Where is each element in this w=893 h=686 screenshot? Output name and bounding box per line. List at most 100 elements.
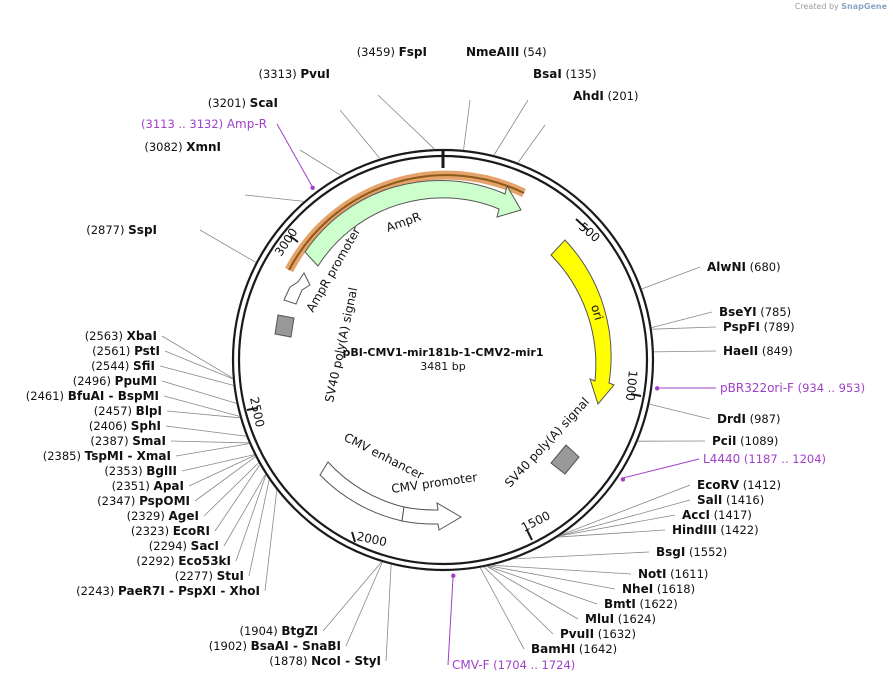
enzyme-site-label[interactable]: HindIII (1422) (672, 523, 759, 537)
enzyme-site-label[interactable]: (3201) ScaI (208, 96, 278, 110)
enzyme-site-label[interactable]: (3082) XmnI (144, 140, 221, 154)
primer-name: CMV-F (452, 658, 490, 672)
enzyme-site-label[interactable]: (1902) BsaAI - SnaBI (209, 639, 341, 653)
enzyme-site-label[interactable]: (2387) SmaI (90, 434, 166, 448)
enzyme-site-label[interactable]: BmtI (1622) (604, 597, 678, 611)
enzyme-site-label[interactable]: (2496) PpuMI (73, 374, 157, 388)
enzyme-site-label[interactable]: (1878) NcoI - StyI (269, 654, 381, 668)
primer-binding-mark (310, 185, 315, 190)
enzyme-name: BsgI (656, 545, 685, 559)
enzyme-site-label[interactable]: (2277) StuI (175, 569, 244, 583)
enzyme-site-label[interactable]: (2385) TspMI - XmaI (43, 449, 171, 463)
enzyme-site-label[interactable]: BseYI (785) (719, 305, 791, 319)
enzyme-site-label[interactable]: NmeAIII (54) (466, 45, 547, 59)
feature-ori-arrow[interactable] (550, 239, 615, 406)
leader-line (559, 514, 676, 537)
enzyme-labels: (3459) FspI NmeAIII (54) BsaI (135) AhdI (2… (26, 45, 795, 668)
enzyme-site-label[interactable]: PvuII (1632) (560, 627, 636, 641)
enzyme-site-label[interactable]: (2351) ApaI (112, 479, 184, 493)
feature-ampr-promoter-arrow[interactable] (283, 272, 311, 305)
enzyme-position: (3313) (258, 67, 300, 81)
leader-line (214, 464, 261, 532)
leader-line (175, 443, 250, 457)
enzyme-site-label[interactable]: AhdI (201) (573, 89, 638, 103)
enzyme-name: SfiI (133, 359, 155, 373)
enzyme-site-label[interactable]: EcoRV (1412) (697, 478, 781, 492)
enzyme-site-label[interactable]: BamHI (1642) (531, 642, 617, 656)
enzyme-site-label[interactable]: BsaI (135) (533, 67, 596, 81)
enzyme-site-label[interactable]: NheI (1618) (622, 582, 695, 596)
tick-500 (575, 218, 589, 231)
enzyme-site-label[interactable]: BsgI (1552) (656, 545, 727, 559)
enzyme-site-label[interactable]: (2323) EcoRI (131, 524, 210, 538)
enzyme-site-label[interactable]: (2347) PspOMI (97, 494, 190, 508)
leader-line (161, 335, 233, 379)
enzyme-site-label[interactable]: DrdI (987) (717, 412, 781, 426)
enzyme-position: (3459) (357, 45, 399, 59)
feature-label-ori: ori (588, 303, 606, 322)
primer-leader-line (447, 573, 454, 666)
enzyme-site-label[interactable]: (3313) PvuI (258, 67, 330, 81)
leader-line (161, 380, 237, 404)
enzyme-site-label[interactable]: (2563) XbaI (85, 329, 157, 343)
primer-label[interactable]: pBR322ori-F (934 .. 953) (720, 381, 865, 395)
leader-line (163, 395, 240, 417)
enzyme-name: StuI (217, 569, 244, 583)
enzyme-position: (2877) (86, 223, 128, 237)
enzyme-site-label[interactable]: (1904) BtgZI (239, 624, 318, 638)
enzyme-site-label[interactable]: (3459) FspI (357, 45, 427, 59)
enzyme-name: AccI (682, 508, 710, 522)
enzyme-position: (1624) (614, 612, 656, 626)
primer-position: (934 .. 953) (794, 381, 865, 395)
enzyme-site-label[interactable]: AccI (1417) (682, 508, 752, 522)
enzyme-site-label[interactable]: (2461) BfuAI - BspMI (26, 389, 159, 403)
tick-label-2000: 2000 (355, 529, 388, 549)
enzyme-site-label[interactable]: PspFI (789) (723, 320, 795, 334)
enzyme-position: (2496) (73, 374, 115, 388)
enzyme-name: ApaI (154, 479, 184, 493)
feature-ampr-arrow[interactable] (304, 180, 522, 267)
enzyme-site-label[interactable]: (2877) SspI (86, 223, 157, 237)
primer-label[interactable]: CMV-F (1704 .. 1724) (452, 658, 575, 672)
enzyme-site-label[interactable]: MluI (1624) (585, 612, 656, 626)
enzyme-site-label[interactable]: (2294) SacI (149, 539, 219, 553)
feature-label-ampr: AmpR (384, 209, 422, 234)
enzyme-name: SphI (131, 419, 161, 433)
enzyme-name: PstI (134, 344, 160, 358)
enzyme-site-label[interactable]: AlwNI (680) (707, 260, 781, 274)
leader-line (199, 229, 257, 263)
enzyme-name: PpuMI (115, 374, 157, 388)
plasmid-size: 3481 bp (420, 360, 465, 373)
tick-1000 (630, 393, 642, 397)
primer-label[interactable]: (3113 .. 3132) Amp-R (141, 117, 267, 131)
enzyme-site-label[interactable]: PciI (1089) (712, 434, 778, 448)
feature-cmv-promoter-arrow[interactable] (401, 502, 462, 531)
enzyme-position: (1412) (739, 478, 781, 492)
enzyme-site-label[interactable]: NotI (1611) (638, 567, 708, 581)
enzyme-position: (1089) (737, 434, 779, 448)
feature-sv40-polya-right[interactable] (550, 444, 580, 475)
enzyme-site-label[interactable]: (2353) BglII (104, 464, 177, 478)
leader-line (517, 124, 546, 163)
leader-line (463, 99, 471, 151)
credit-prefix: Created by (794, 2, 839, 11)
enzyme-site-label[interactable]: (2406) SphI (89, 419, 161, 433)
enzyme-site-label[interactable]: (2457) BlpI (94, 404, 162, 418)
enzyme-site-label[interactable]: SalI (1416) (697, 493, 764, 507)
leader-line (489, 565, 616, 590)
enzyme-site-label[interactable]: (2561) PstI (92, 344, 160, 358)
enzyme-name: SalI (697, 493, 722, 507)
feature-sv40-polya-left[interactable] (274, 314, 295, 338)
enzyme-name: NheI (622, 582, 653, 596)
enzyme-position: (2461) (26, 389, 68, 403)
enzyme-site-label[interactable]: HaeII (849) (723, 344, 793, 358)
enzyme-name: HindIII (672, 523, 717, 537)
enzyme-site-label[interactable]: (2243) PaeR7I - PspXI - XhoI (76, 584, 260, 598)
enzyme-site-label[interactable]: (2544) SfiI (91, 359, 155, 373)
enzyme-site-label[interactable]: (2292) Eco53kI (136, 554, 231, 568)
enzyme-site-label[interactable]: (2329) AgeI (127, 509, 199, 523)
primer-label[interactable]: L4440 (1187 .. 1204) (703, 452, 826, 466)
enzyme-name: Eco53kI (178, 554, 231, 568)
primer-leader-line (276, 123, 315, 190)
